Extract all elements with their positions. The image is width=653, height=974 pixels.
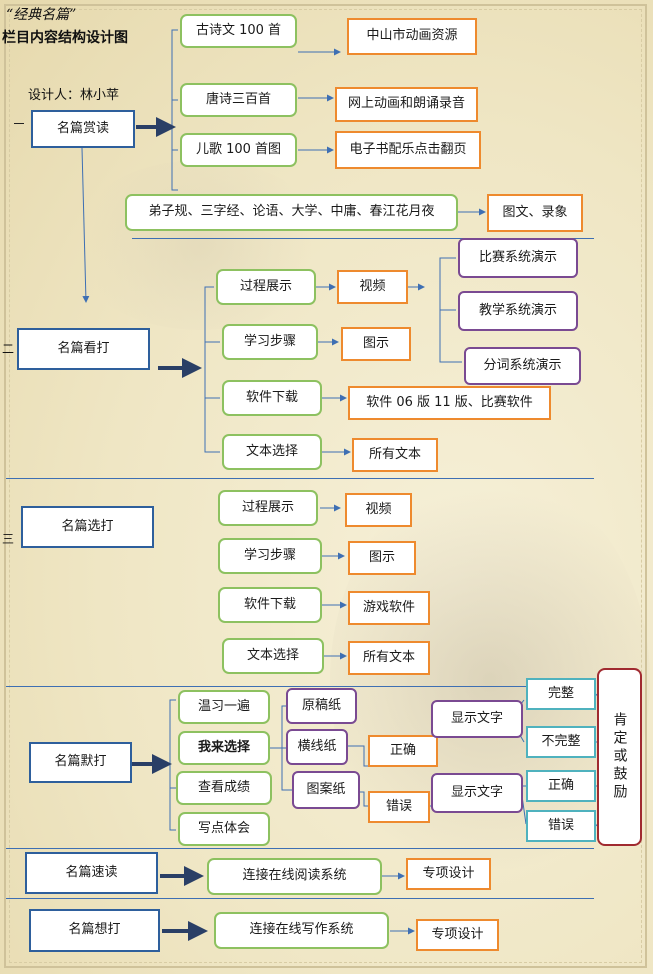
res-s2-diagram: 图示 [341,327,411,361]
node-s2-process: 过程展示 [216,269,316,305]
status-correct: 正确 [526,770,596,802]
demo-teaching-system: 教学系统演示 [458,291,578,331]
divider-s1 [132,238,594,239]
paper-manuscript: 原稿纸 [286,688,357,724]
judge-wrong: 错误 [368,791,430,823]
res-ebook: 电子书配乐点击翻页 [335,131,481,169]
node-s2-text: 文本选择 [222,434,322,470]
divider-s3 [6,686,594,687]
node-online-reading: 连接在线阅读系统 [207,858,382,895]
res-s2-alltext: 所有文本 [352,438,438,472]
divider-s5 [6,898,594,899]
res-s6-special-design: 专项设计 [416,919,499,951]
paper-lined: 横线纸 [286,729,348,765]
border-frame [4,4,647,968]
res-s5-special-design: 专项设计 [406,858,491,890]
node-review: 温习一遍 [178,690,270,724]
res-s2-software: 软件 06 版 11 版、比赛软件 [348,386,551,420]
feedback-node: 肯定或鼓励 [597,668,642,846]
main-node-select-type: 名篇选打 [21,506,154,548]
res-s3-video: 视频 [345,493,412,527]
demo-contest-system: 比赛系统演示 [458,238,578,278]
res-online-animation: 网上动画和朗诵录音 [335,87,478,122]
res-s3-alltext: 所有文本 [348,641,430,675]
divider-s4 [6,848,594,849]
node-tang-poems: 唐诗三百首 [180,83,297,117]
node-reflection: 写点体会 [178,812,270,846]
divider-tick-1 [14,123,24,124]
node-s2-steps: 学习步骤 [222,324,318,360]
demo-segmentation-system: 分词系统演示 [464,347,581,385]
res-zhongshan-animation: 中山市动画资源 [347,18,477,55]
node-my-choice: 我来选择 [178,731,270,765]
diagram-subtitle: 栏目内容结构设计图 [2,30,128,46]
display-text-2: 显示文字 [431,773,523,813]
node-s3-steps: 学习步骤 [218,538,322,574]
node-classics-list: 弟子规、三字经、论语、大学、中庸、春江花月夜 [125,194,458,231]
status-wrong: 错误 [526,810,596,842]
status-incomplete: 不完整 [526,726,596,758]
status-complete: 完整 [526,678,596,710]
main-node-watch-type: 名篇看打 [17,328,150,370]
node-nursery-rhymes: 儿歌 100 首图 [180,133,297,167]
res-image-video: 图文、录象 [487,194,583,232]
res-s3-game-software: 游戏软件 [348,591,430,625]
node-s3-download: 软件下载 [218,587,322,623]
main-node-appreciate: 名篇赏读 [31,110,135,148]
main-node-dictation-type: 名篇默打 [29,742,132,783]
display-text-1: 显示文字 [431,700,523,738]
designer-label: 设计人：林小苹 [28,88,120,103]
node-online-writing: 连接在线写作系统 [214,912,389,949]
judge-correct: 正确 [368,735,438,767]
divider-s2 [6,478,594,479]
section-marker-2: 二 [2,342,15,356]
border-frame-inner [9,9,642,963]
diagram-title: “经典名篇” [6,7,77,23]
node-s3-process: 过程展示 [218,490,318,526]
section-marker-3: 三 [2,532,15,546]
node-view-score: 查看成绩 [176,771,272,805]
main-node-speed-read: 名篇速读 [25,852,158,894]
node-s2-download: 软件下载 [222,380,322,416]
paper-pattern: 图案纸 [292,771,360,809]
main-node-compose-type: 名篇想打 [29,909,160,952]
node-s3-text: 文本选择 [222,638,324,674]
res-s3-diagram: 图示 [348,541,416,575]
res-s2-video: 视频 [337,270,408,304]
node-ancient-poems: 古诗文 100 首 [180,14,297,48]
